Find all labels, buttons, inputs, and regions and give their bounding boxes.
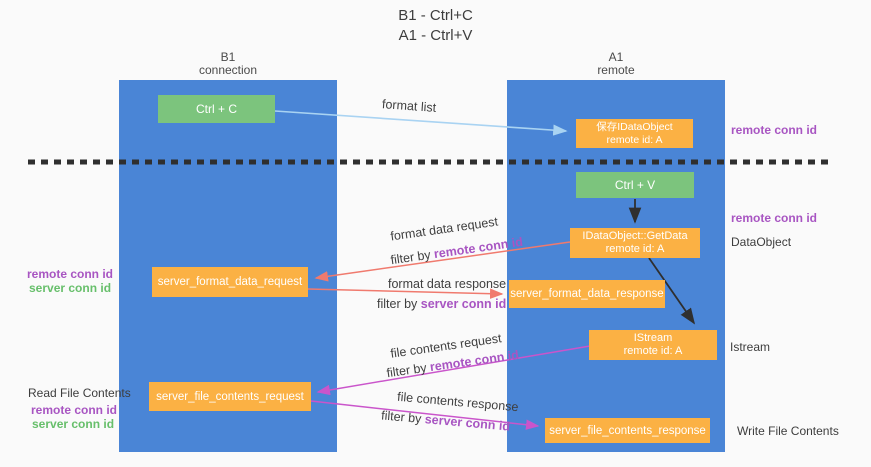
server-file-contents-response-label: server_file_contents_response (549, 424, 706, 437)
istream-line2: remote id: A (623, 345, 683, 357)
save-idataobject-line2: remote id: A (606, 133, 663, 146)
filter-by-server-conn-id-label-2: filter by server conn id (381, 408, 511, 433)
write-file-contents-label: Write File Contents (737, 424, 839, 438)
b1-column-header: B1 connection (119, 51, 337, 77)
a1-column-name: A1 (608, 50, 624, 64)
a1-column-header: A1 remote (507, 51, 725, 77)
format-data-response-label: format data response (388, 277, 507, 291)
format-data-request-label: format data request (389, 214, 499, 244)
save-idataobject-line1: 保存IDataObject (596, 120, 673, 133)
format-list-label: format list (381, 97, 437, 115)
server-conn-id-keyword: server conn id (424, 412, 511, 434)
server-format-data-request-box: server_format_data_request (152, 267, 308, 297)
ctrl-v-label: Ctrl + V (614, 178, 656, 192)
remote-conn-id-label-left1: remote conn id (27, 267, 114, 281)
server-file-contents-request-box: server_file_contents_request (149, 382, 311, 411)
idataobject-getdata-box: IDataObject::GetData remote id: A (570, 228, 700, 258)
filter-by-text: filter by (389, 247, 432, 268)
istream-line1: IStream (633, 332, 673, 344)
filter-by-server-conn-id-label-1: filter by server conn id (377, 297, 506, 311)
server-format-data-response-box: server_format_data_response (509, 280, 665, 308)
server-file-contents-request-label: server_file_contents_request (156, 390, 304, 403)
server-conn-id-keyword: server conn id (420, 297, 507, 311)
remote-conn-id-label-top: remote conn id (731, 123, 818, 137)
filter-by-text: filter by (385, 360, 428, 381)
b1-column-name: B1 (220, 50, 236, 64)
dataobject-label: DataObject (731, 235, 792, 249)
server-format-data-request-label: server_format_data_request (157, 276, 303, 288)
remote-conn-id-label-left2: remote conn id (31, 403, 118, 417)
istream-box: IStream remote id: A (589, 330, 717, 360)
server-conn-id-label-left1: server conn id (29, 281, 112, 295)
diagram-title: B1 - Ctrl+C A1 - Ctrl+V (0, 6, 871, 46)
remote-conn-id-label-mid: remote conn id (731, 211, 818, 225)
ctrl-c-label: Ctrl + C (195, 102, 237, 116)
ctrl-v-box: Ctrl + V (576, 172, 694, 198)
idataobject-getdata-line1: IDataObject::GetData (582, 230, 688, 242)
read-file-contents-label: Read File Contents (28, 386, 131, 400)
server-conn-id-label-left2: server conn id (32, 417, 115, 431)
b1-column-subtitle: connection (198, 63, 258, 77)
server-format-data-response-label: server_format_data_response (510, 288, 664, 300)
save-idataobject-box: 保存IDataObject remote id: A (576, 119, 693, 148)
server-file-contents-response-box: server_file_contents_response (545, 418, 710, 443)
a1-column-subtitle: remote (597, 63, 635, 77)
title-line-2: A1 - Ctrl+V (398, 27, 473, 44)
istream-label: Istream (730, 340, 771, 354)
filter-by-text: filter by (377, 297, 418, 311)
idataobject-getdata-line2: remote id: A (605, 243, 665, 255)
ctrl-c-box: Ctrl + C (158, 95, 275, 123)
title-line-1: B1 - Ctrl+C (398, 7, 473, 24)
filter-by-text: filter by (380, 408, 422, 426)
